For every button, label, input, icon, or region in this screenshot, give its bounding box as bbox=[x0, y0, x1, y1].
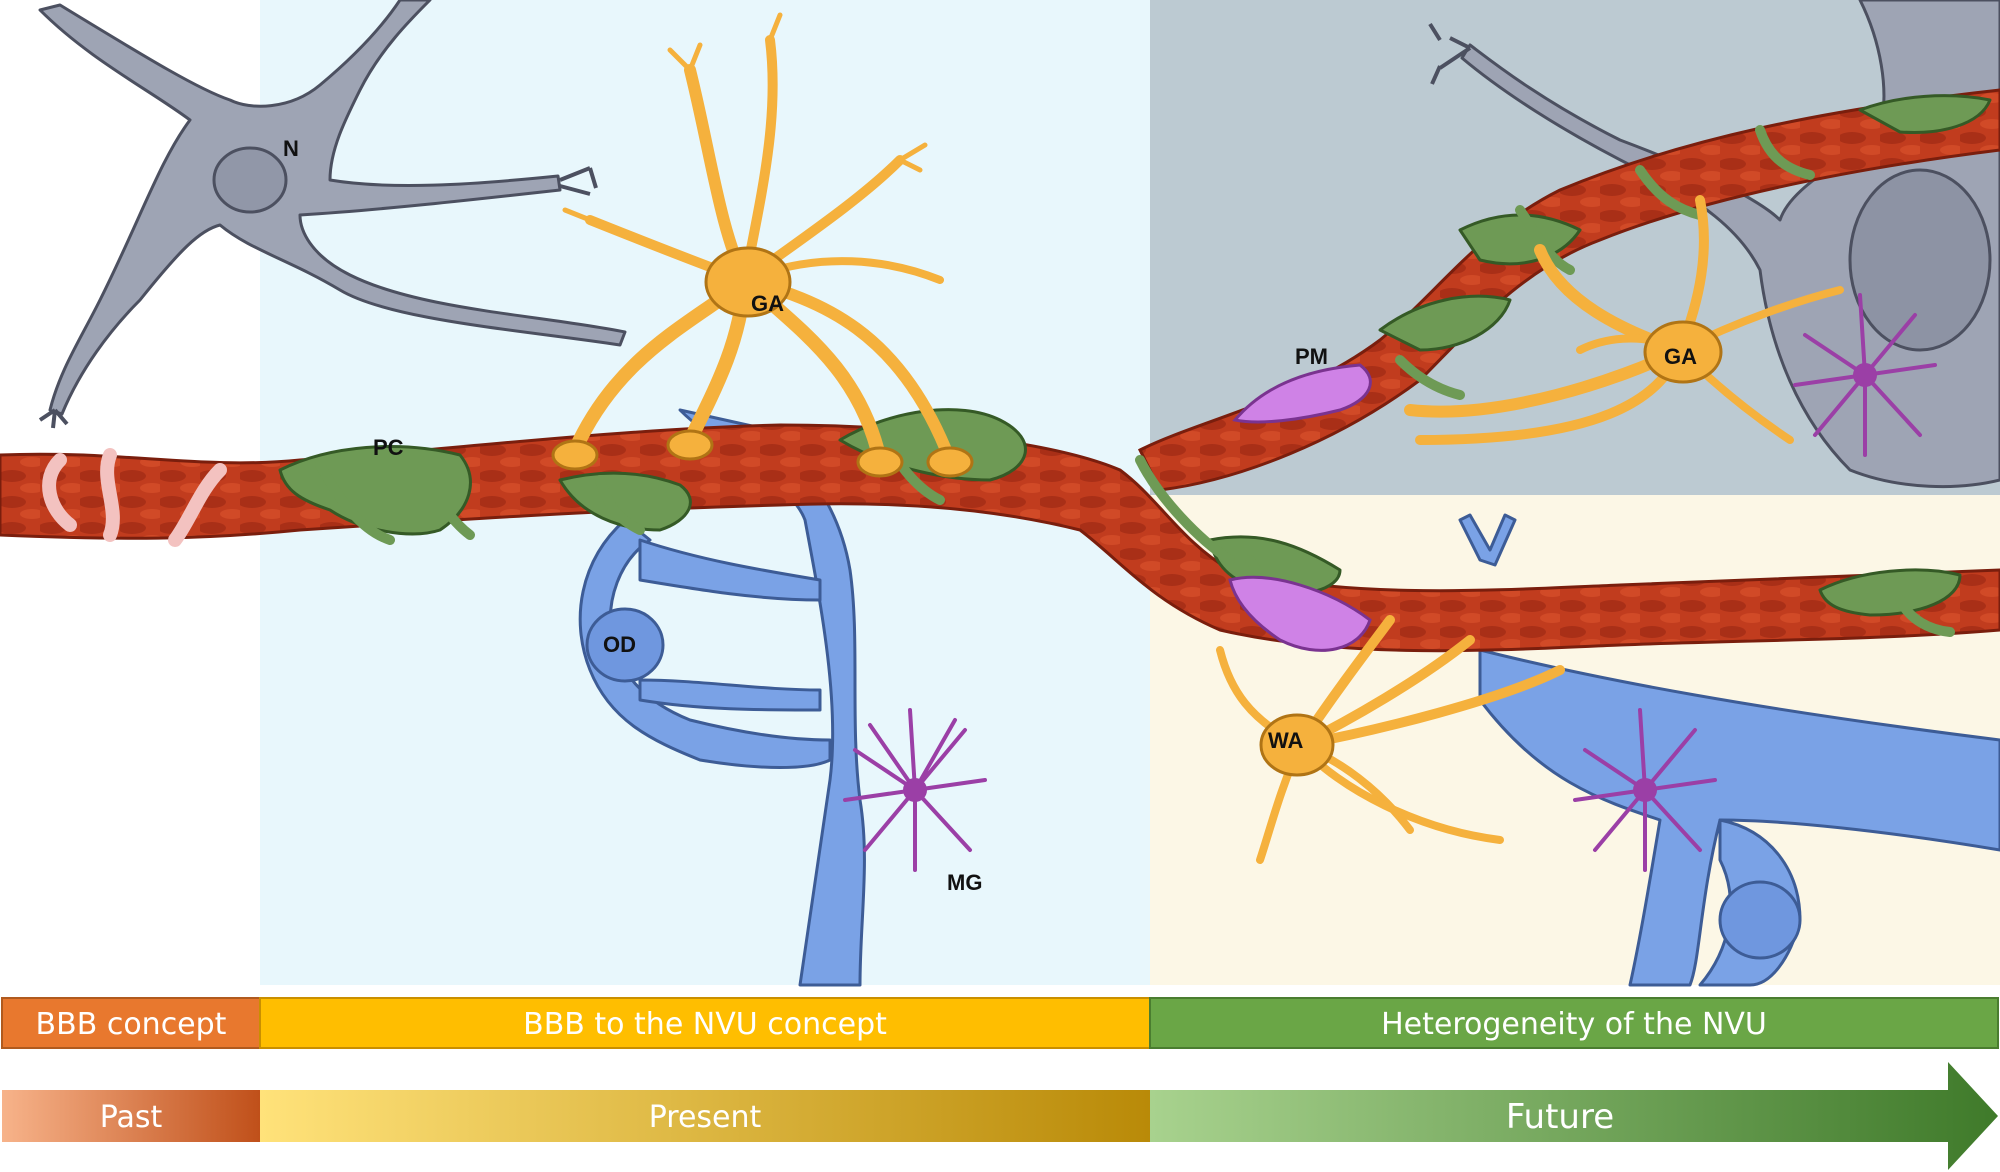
astrocyte-present-soma bbox=[704, 246, 792, 318]
concept-bbb-bar bbox=[1, 997, 261, 1049]
timeline-past-bar bbox=[2, 1090, 260, 1142]
macrophage-bottom bbox=[1228, 575, 1372, 652]
oligodendrocyte-future bbox=[1458, 513, 2000, 987]
microglia-future-top bbox=[1793, 293, 1937, 457]
macrophage-top bbox=[1232, 363, 1372, 424]
timeline-present-label: Present bbox=[649, 1100, 762, 1135]
white-astrocyte-soma bbox=[1259, 713, 1335, 777]
past-vessel-ribbons bbox=[42, 448, 227, 547]
microglia-future-top-soma bbox=[1853, 363, 1877, 387]
microglia-future-bottom-soma bbox=[1633, 778, 1657, 802]
neuron-nucleus bbox=[212, 146, 288, 214]
oligodendrocyte-future-soma bbox=[1718, 880, 1802, 960]
timeline-past-label: Past bbox=[100, 1100, 163, 1135]
label-oligodendrocyte: OD bbox=[603, 632, 636, 657]
astrocyte-present-endfeet bbox=[551, 429, 974, 478]
neuron-right-nucleus bbox=[1848, 168, 1992, 352]
label-neuron: N bbox=[283, 136, 299, 161]
concept-heterogeneity-label: Heterogeneity of the NVU bbox=[1381, 1007, 1767, 1042]
microglia-future-bottom bbox=[1573, 708, 1717, 872]
neuron-left bbox=[38, 0, 627, 429]
label-pericyte: PC bbox=[373, 435, 404, 460]
concept-nvu-bar bbox=[259, 997, 1151, 1049]
perivascular-macrophages bbox=[1228, 363, 1372, 652]
oligodendrocyte-soma bbox=[585, 607, 665, 683]
concept-heterogeneity-bar bbox=[1149, 997, 1999, 1049]
concept-bbb-label: BBB concept bbox=[36, 1007, 227, 1042]
label-astrocyte-future: GA bbox=[1664, 344, 1697, 369]
concept-band: BBB concept BBB to the NVU concept Heter… bbox=[1, 997, 1999, 1049]
concept-nvu-label: BBB to the NVU concept bbox=[523, 1007, 887, 1042]
timeline-present-bar bbox=[260, 1090, 1150, 1142]
astrocyte-future-soma bbox=[1643, 320, 1723, 384]
timeline-future-label: Future bbox=[1506, 1097, 1614, 1137]
microglia-present bbox=[843, 708, 987, 872]
timeline-future-arrow bbox=[1150, 1062, 1998, 1170]
label-microglia: MG bbox=[947, 870, 982, 895]
microglia-present-soma bbox=[903, 778, 927, 802]
oligodendrocyte bbox=[578, 408, 866, 987]
label-astrocyte-present: GA bbox=[751, 291, 784, 316]
label-white-astrocyte: WA bbox=[1268, 728, 1304, 753]
label-perivascular-macrophage: PM bbox=[1295, 344, 1328, 369]
timeline-band: Past Present Future bbox=[2, 1062, 1998, 1170]
